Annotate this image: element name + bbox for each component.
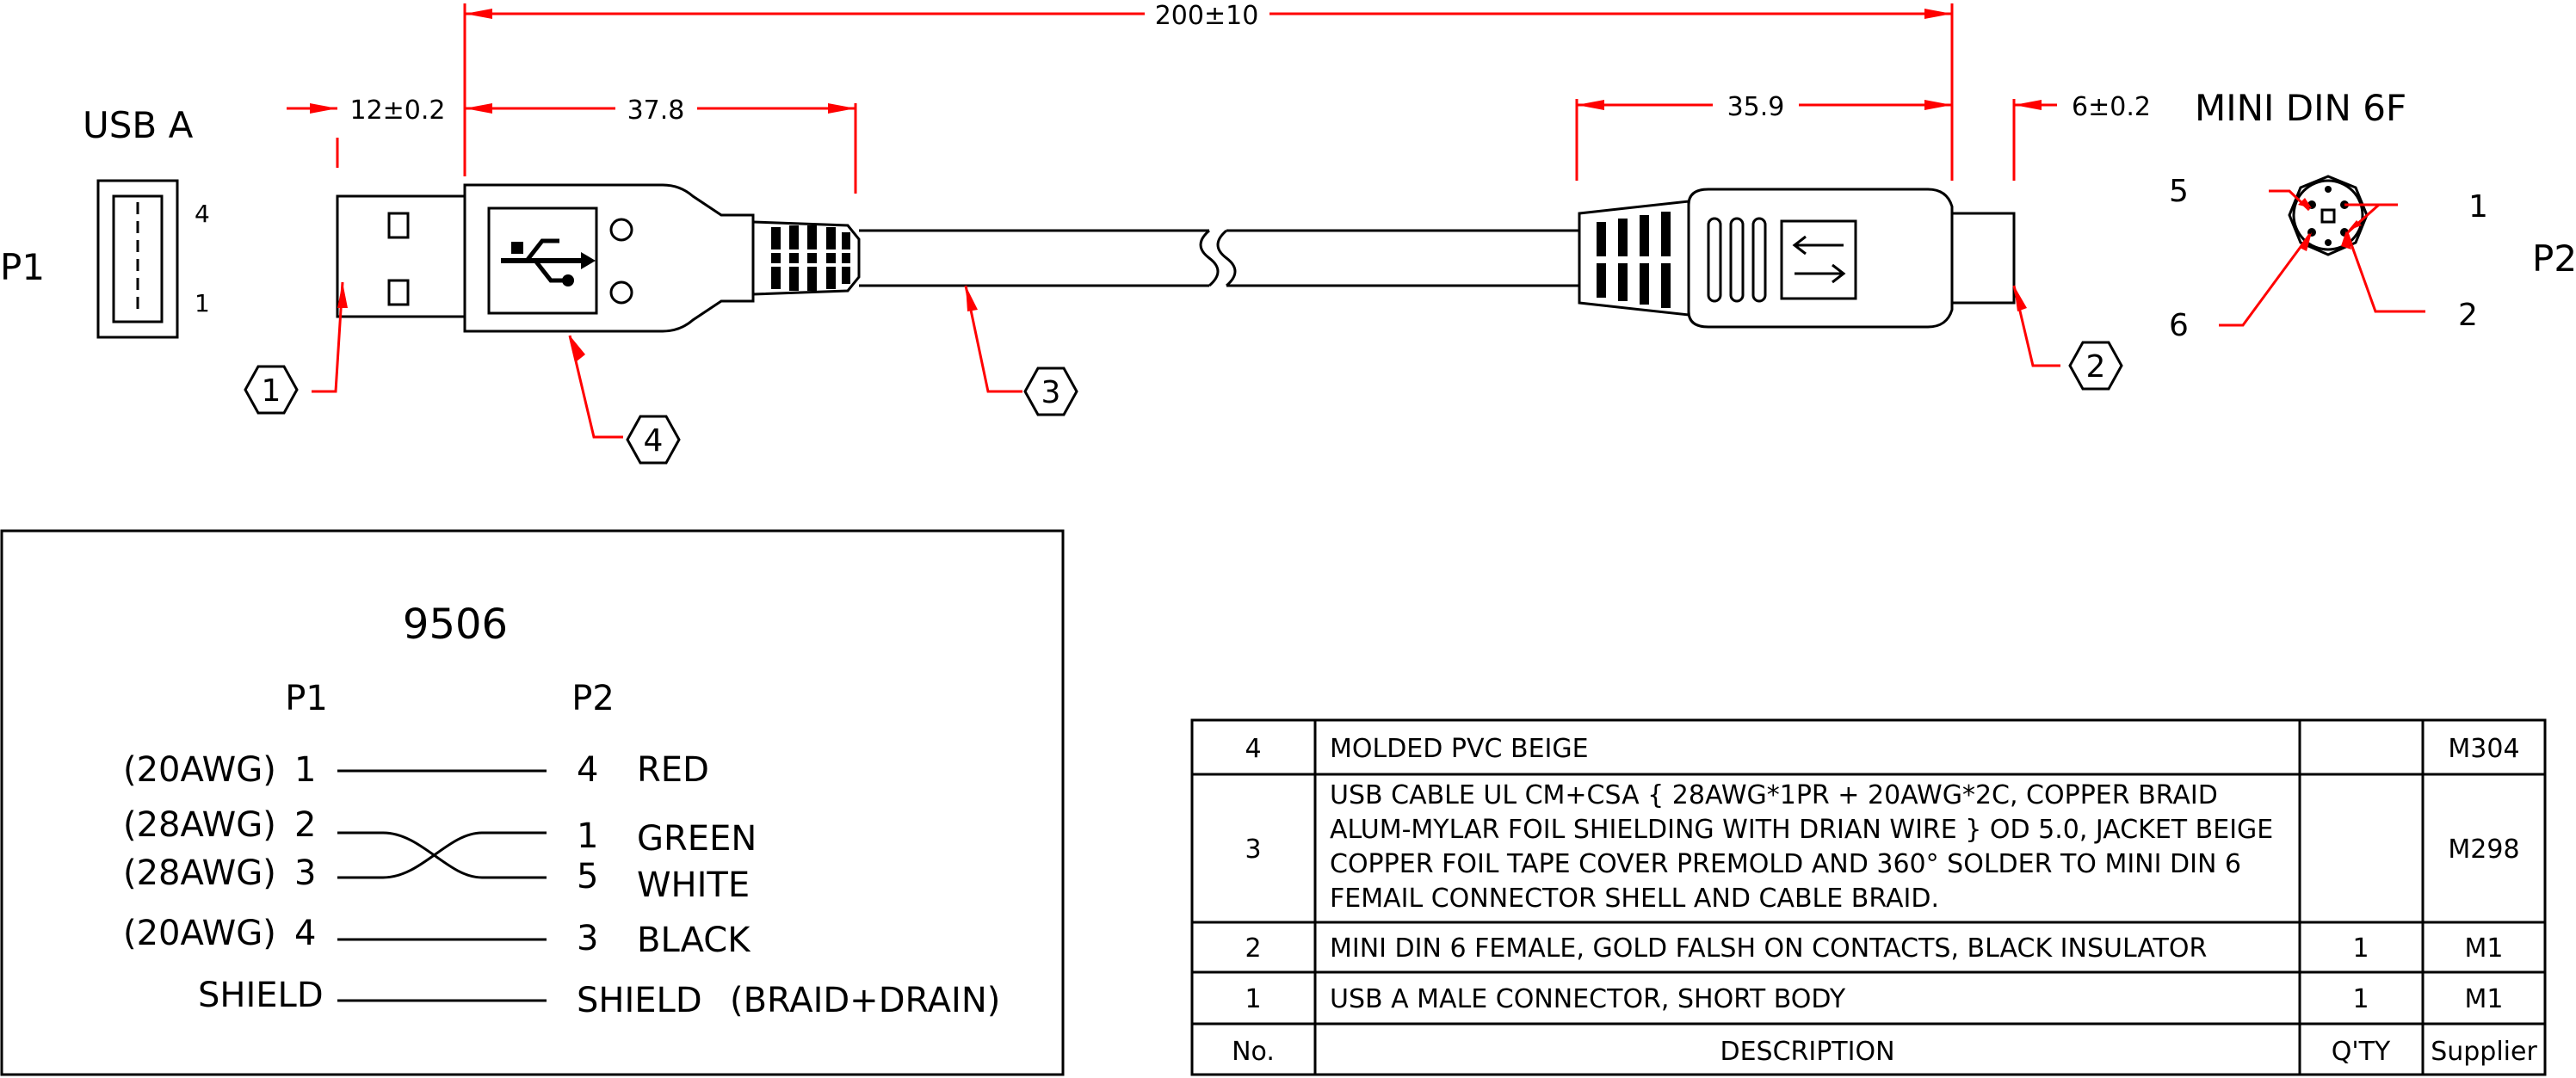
bom-table: [1190, 718, 2547, 1076]
balloon-2: [2068, 341, 2123, 391]
din-pin-1: 1: [2468, 189, 2488, 225]
mini-din-connector: [1578, 188, 2016, 329]
wire-to: 5: [577, 857, 598, 896]
wire-color: WHITE: [637, 865, 750, 905]
wire-to: 1: [577, 816, 598, 856]
shield-note: (BRAID+DRAIN): [730, 981, 1000, 1020]
usb-overmold: [463, 183, 755, 333]
wiring-diagram: 9506 P1 P2 (20AWG) 1 4 RED (28AWG) 2 1 G…: [0, 529, 1065, 1076]
bom-text: 4 MOLDED PVC BEIGE M304 3 USB CABLE UL C…: [1232, 734, 2537, 1067]
wire-gauge: (20AWG): [123, 914, 276, 953]
dim-usb-tip: 12±0.2: [349, 95, 445, 126]
wire-to: 4: [577, 750, 598, 790]
bom-qty: 1: [2352, 984, 2369, 1014]
usb-a-face: USB A P1 4 1: [0, 104, 210, 339]
din-pin-2: 2: [2458, 298, 2478, 333]
mini-din-face: MINI DIN 6F P2 5 1 6 2: [2169, 87, 2576, 343]
balloon-3: [1023, 367, 1078, 416]
bom-desc: USB A MALE CONNECTOR, SHORT BODY: [1330, 984, 1846, 1014]
wire-gauge: (28AWG): [123, 805, 276, 845]
svg-text:2: 2: [2086, 349, 2106, 385]
bom-no: 4: [1245, 734, 1261, 764]
wire-from: 1: [294, 750, 316, 790]
wire-from: 3: [294, 853, 316, 893]
din-direction-icon: [1780, 219, 1857, 300]
p2-label: P2: [2532, 237, 2576, 280]
bom-supplier: M1: [2465, 933, 2504, 964]
usb-strain-relief: [771, 225, 850, 291]
bom-desc: MOLDED PVC BEIGE: [1330, 734, 1589, 764]
bom-supplier: M304: [2448, 734, 2519, 764]
wiring-frame: [0, 529, 1065, 1076]
wire-color: RED: [637, 750, 709, 790]
dim-din-body: 35.9: [1727, 92, 1785, 122]
din-overmold: [1687, 188, 1954, 329]
din-metal-tip: [1950, 212, 2016, 305]
wire-crossover: [337, 831, 547, 879]
wire-to: 3: [577, 919, 598, 958]
bom-header-supplier: Supplier: [2431, 1037, 2537, 1067]
bom-header-desc: DESCRIPTION: [1720, 1037, 1894, 1067]
bom-supplier: M1: [2465, 984, 2504, 1014]
wiring-title: 9506: [403, 601, 508, 649]
usb-pin-1: 1: [195, 289, 210, 317]
usb-a-title: USB A: [83, 104, 194, 146]
bom-qty: 1: [2352, 933, 2369, 964]
balloon-leaders: [312, 281, 2060, 439]
p1-label: P1: [0, 246, 45, 288]
wiring-col-p1: P1: [285, 679, 328, 718]
shield-right: SHIELD: [577, 981, 702, 1020]
dim-overall: 200±10: [1155, 1, 1259, 31]
bom-supplier: M298: [2448, 835, 2519, 865]
bom-desc: USB CABLE UL CM+CSA { 28AWG*1PR + 20AWG*…: [1330, 780, 2218, 810]
dimension-lines: [287, 3, 2057, 194]
wire-gauge: (20AWG): [123, 750, 276, 790]
din-pin-6: 6: [2169, 308, 2189, 343]
usb-pin-4: 4: [195, 200, 210, 228]
wire-color: GREEN: [637, 819, 757, 859]
wiring-col-p2: P2: [571, 679, 615, 718]
balloons: 1 4 3 2: [244, 341, 2123, 465]
din-title: MINI DIN 6F: [2195, 87, 2406, 129]
bom-no: 1: [1245, 984, 1261, 1014]
dimension-labels: 200±10 12±0.2 37.8 35.9 6±0.2: [349, 1, 2150, 126]
svg-text:4: 4: [644, 423, 664, 459]
shield-left: SHIELD: [198, 976, 324, 1015]
usb-logo-icon: [487, 206, 598, 315]
usb-a-housing: [96, 179, 179, 339]
cable: [859, 229, 1579, 287]
bom-header-qty: Q'TY: [2332, 1037, 2391, 1067]
din-strain-relief: [1578, 200, 1690, 317]
bom-no: 3: [1245, 835, 1261, 865]
bom-header-no: No.: [1232, 1037, 1275, 1067]
wire-from: 2: [294, 805, 316, 845]
balloon-1: [244, 365, 299, 415]
bom-desc: MINI DIN 6 FEMALE, GOLD FALSH ON CONTACT…: [1330, 933, 2207, 964]
dim-usb-body: 37.8: [627, 95, 685, 126]
bom-desc: COPPER FOIL TAPE COVER PREMOLD AND 360° …: [1330, 849, 2241, 879]
bom-frame: [1190, 718, 2547, 1076]
balloon-4: [626, 415, 681, 465]
bom-desc: FEMAIL CONNECTOR SHELL AND CABLE BRAID.: [1330, 884, 1939, 914]
usb-a-connector: [336, 183, 861, 333]
dim-din-tip: 6±0.2: [2072, 92, 2151, 122]
svg-text:3: 3: [1041, 375, 1061, 410]
bom-no: 2: [1245, 933, 1261, 964]
din-pin-5: 5: [2169, 174, 2189, 209]
wire-gauge: (28AWG): [123, 853, 276, 893]
svg-text:1: 1: [262, 373, 281, 409]
wire-color: BLACK: [637, 921, 751, 960]
wire-from: 4: [294, 914, 316, 953]
bom-desc: ALUM-MYLAR FOIL SHIELDING WITH DRIAN WIR…: [1330, 815, 2273, 845]
